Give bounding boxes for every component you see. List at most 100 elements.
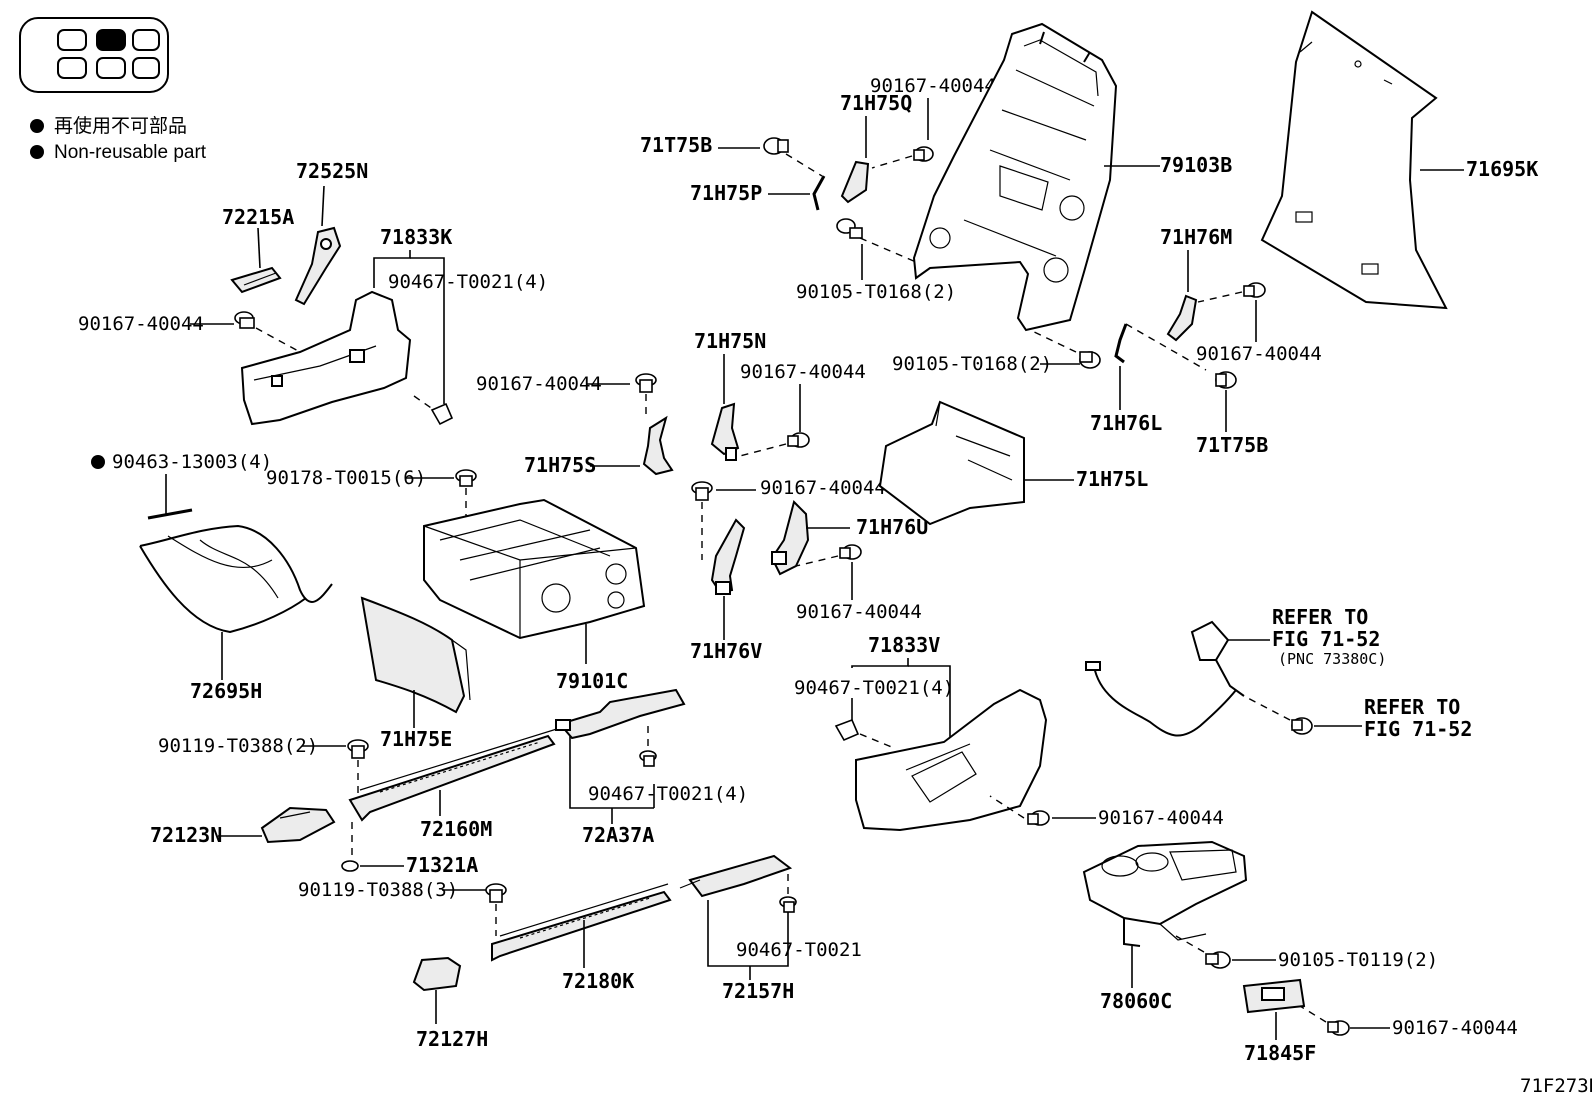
- label-72A37A: 72A37A: [582, 823, 654, 847]
- label-90105-T0168-2b: 90105-T0168(2): [892, 353, 1052, 375]
- refer1-line1: REFER TO: [1272, 605, 1368, 629]
- part-79103B-shape: [912, 22, 1118, 332]
- label-72180K: 72180K: [562, 969, 634, 993]
- part-72695H-shape: [139, 524, 333, 634]
- legend: 再使用不可部品 Non-reusable part: [30, 115, 207, 163]
- part-72127H-shape: [412, 956, 462, 992]
- non-reusable-bullet-icon: [30, 145, 44, 159]
- label-71H76U: 71H76U: [856, 515, 928, 539]
- clip-71T75B-a-icon: [763, 137, 789, 155]
- label-71H75P: 71H75P: [690, 181, 762, 205]
- label-90167-40044-i: 90167-40044: [1392, 1017, 1518, 1039]
- bolt-90167-40044-b-icon: [913, 146, 934, 162]
- clip-71T75B-b-icon: [1215, 371, 1237, 389]
- part-71833V-shape: [855, 688, 1048, 832]
- label-71H76V: 71H76V: [690, 639, 762, 663]
- refer1-line2: FIG 71-52: [1272, 627, 1380, 651]
- label-90167-40044-a: 90167-40044: [78, 313, 204, 335]
- plug-71321A-icon: [341, 860, 359, 872]
- part-79101C-shape: [423, 498, 646, 640]
- clip-90467-T0021-c-icon: [779, 896, 797, 913]
- label-71H76M: 71H76M: [1160, 225, 1232, 249]
- label-71321A: 71321A: [406, 853, 478, 877]
- label-72525N: 72525N: [296, 159, 368, 183]
- label-71T75B-a: 71T75B: [640, 133, 712, 157]
- label-71833K: 71833K: [380, 225, 452, 249]
- refer2-line2: FIG 71-52: [1364, 717, 1472, 741]
- bolt-90119-T0388-b-icon: [485, 883, 507, 903]
- bolt-90167-40044-g-icon: [1243, 282, 1266, 298]
- non-reusable-bullet-icon: [30, 119, 44, 133]
- clip-90467-T0021-b-icon: [639, 750, 657, 767]
- part-72215A-shape: [230, 266, 282, 294]
- refer1-line3: (PNC 73380C): [1278, 650, 1386, 668]
- label-71T75B-b: 71T75B: [1196, 433, 1268, 457]
- part-72525N-shape: [294, 226, 342, 306]
- part-71H76M-shape: [1166, 294, 1198, 342]
- part-71H75L-shape: [878, 400, 1025, 526]
- seat-locator-icon: [19, 17, 169, 93]
- label-71695K: 71695K: [1466, 157, 1538, 181]
- label-71H75S: 71H75S: [524, 453, 596, 477]
- part-71H75N-shape: [710, 402, 740, 461]
- part-71H75Q-shape: [840, 160, 870, 204]
- clip-90467-T0021-d-icon: [834, 718, 860, 742]
- bolt-90105-T0168-a-icon: [836, 218, 863, 239]
- label-90467-T0021-4a: 90467-T0021(4): [388, 271, 548, 293]
- part-72180K-shape: [491, 883, 672, 962]
- part-71833K-shape: [240, 290, 412, 426]
- refer2-line1: REFER TO: [1364, 695, 1460, 719]
- label-90167-40044-f: 90167-40044: [796, 601, 922, 623]
- bolt-90105-T0168-b-icon: [1079, 351, 1101, 369]
- label-90105-T0168-2a: 90105-T0168(2): [796, 281, 956, 303]
- legend-en: Non-reusable part: [54, 142, 207, 163]
- label-90167-40044-b: 90167-40044: [870, 75, 996, 97]
- label-90167-40044-g: 90167-40044: [1196, 343, 1322, 365]
- part-78060C-shape: [1082, 840, 1248, 947]
- bolt-90105-T0119-icon: [1205, 951, 1231, 969]
- bolt-90178-T0015-icon: [455, 469, 477, 487]
- non-reusable-bullet-icon: [91, 455, 105, 469]
- label-90467-T0021-4b: 90467-T0021(4): [588, 783, 748, 805]
- bolt-90167-40044-i-icon: [1327, 1020, 1350, 1036]
- label-90167-40044-c: 90167-40044: [476, 373, 602, 395]
- bolt-90167-40044-c-icon: [635, 373, 657, 393]
- label-71H75L: 71H75L: [1076, 467, 1148, 491]
- label-71H75E: 71H75E: [380, 727, 452, 751]
- bolt-90167-40044-f-icon: [839, 544, 862, 560]
- clip-90467-T0021-a-icon: [430, 402, 454, 426]
- label-79103B: 79103B: [1160, 153, 1232, 177]
- label-90105-T0119-2: 90105-T0119(2): [1278, 949, 1438, 971]
- part-72157H-shape: [679, 854, 793, 898]
- bolt-90119-T0388-a-icon: [347, 739, 369, 759]
- label-71H75Q: 71H75Q: [840, 91, 912, 115]
- label-71H76L: 71H76L: [1090, 411, 1162, 435]
- label-78060C: 78060C: [1100, 989, 1172, 1013]
- label-90167-40044-e: 90167-40044: [760, 477, 886, 499]
- bolt-90167-40044-h-icon: [1027, 810, 1050, 826]
- part-72A37A-shape: [555, 688, 686, 740]
- label-72123N: 72123N: [150, 823, 222, 847]
- label-90167-40044-d: 90167-40044: [740, 361, 866, 383]
- part-71H76V-shape: [710, 518, 746, 595]
- bolt-90167-40044-e-icon: [691, 481, 713, 501]
- part-72123N-shape: [260, 806, 336, 844]
- label-79101C: 79101C: [556, 669, 628, 693]
- label-90167-40044-h: 90167-40044: [1098, 807, 1224, 829]
- part-71H75E-shape: [360, 596, 471, 714]
- label-90467-T0021-4c: 90467-T0021(4): [794, 677, 954, 699]
- part-71H75S-shape: [642, 415, 674, 476]
- part-71845F-shape: [1242, 978, 1306, 1014]
- label-90178-T0015-6: 90178-T0015(6): [266, 467, 426, 489]
- part-72160M-shape: [348, 727, 561, 822]
- label-90467-T0021: 90467-T0021: [736, 939, 862, 961]
- bolt-refer2-icon: [1291, 717, 1313, 735]
- label-72215A: 72215A: [222, 205, 294, 229]
- part-71H76U-shape: [770, 500, 810, 576]
- label-72157H: 72157H: [722, 979, 794, 1003]
- figure-code: 71F273B: [1520, 1075, 1592, 1097]
- label-90119-T0388-2: 90119-T0388(2): [158, 735, 318, 757]
- label-71845F: 71845F: [1244, 1041, 1316, 1065]
